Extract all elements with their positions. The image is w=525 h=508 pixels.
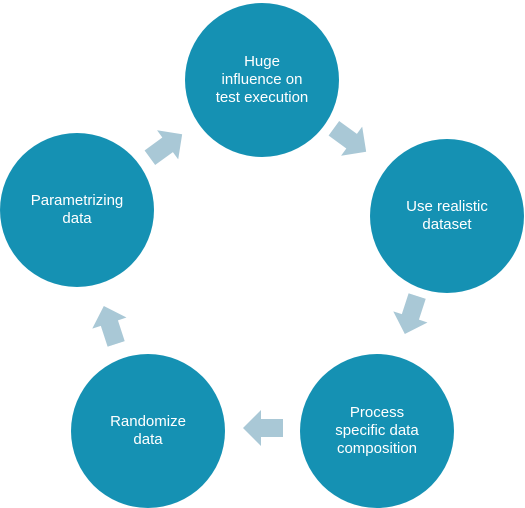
- cycle-node-randomize-data: Randomize data: [71, 354, 225, 508]
- block-arrow-icon: [139, 120, 193, 173]
- cycle-node-label: Parametrizing data: [30, 192, 124, 227]
- cycle-node-label: Process specific data composition: [335, 404, 419, 457]
- cycle-node-label: Huge influence on test execution: [215, 53, 309, 106]
- cycle-node-label: Use realistic dataset: [406, 198, 488, 233]
- cycle-node-parametrizing-data: Parametrizing data: [0, 133, 154, 287]
- block-arrow-icon: [243, 410, 283, 446]
- cycle-node-huge-influence: Huge influence on test execution: [185, 3, 339, 157]
- cycle-node-label: Randomize data: [110, 413, 186, 448]
- block-arrow-icon: [388, 290, 435, 339]
- block-arrow-icon: [87, 300, 134, 349]
- cycle-node-process-specific-data: Process specific data composition: [300, 354, 454, 508]
- block-arrow-icon: [323, 114, 377, 167]
- cycle-node-use-realistic-dataset: Use realistic dataset: [370, 139, 524, 293]
